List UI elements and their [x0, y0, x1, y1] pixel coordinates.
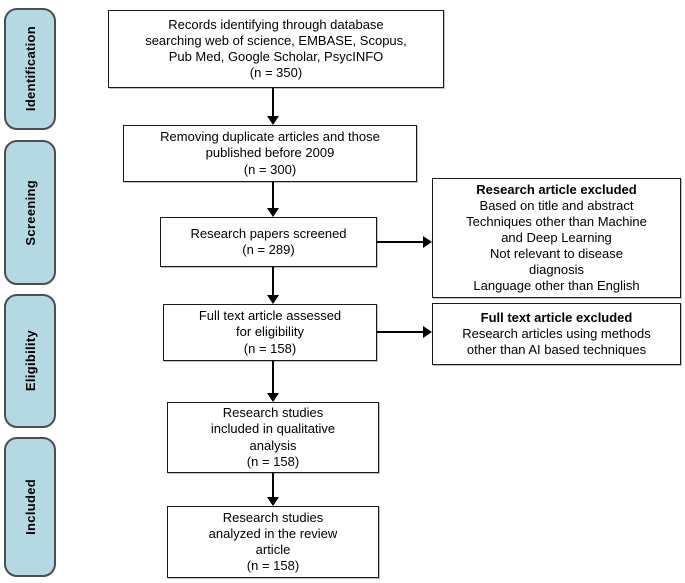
arrow-qualitative-to-analyzed: [272, 473, 274, 498]
box-fulltext-excluded: Full text article excluded Research arti…: [432, 303, 681, 365]
arrow-records-to-duplicates: [272, 88, 274, 117]
box-qualitative-analysis-text: Research studies included in qualitative…: [210, 405, 336, 469]
arrow-fulltext-to-excluded: [377, 331, 424, 333]
stage-screening: Screening: [4, 140, 56, 285]
box-duplicates-removed-text: Removing duplicate articles and those pu…: [160, 129, 380, 177]
box-fulltext-assessed-text: Full text article assessed for eligibili…: [198, 308, 342, 356]
box-records-identified: Records identifying through database sea…: [108, 10, 444, 88]
box-fulltext-assessed: Full text article assessed for eligibili…: [163, 304, 377, 361]
stage-identification-label: Identification: [22, 26, 38, 112]
fulltext-excluded-title: Full text article excluded: [480, 309, 633, 325]
box-qualitative-analysis: Research studies included in qualitative…: [167, 402, 379, 473]
box-duplicates-removed: Removing duplicate articles and those pu…: [123, 125, 417, 182]
stage-included-label: Included: [22, 479, 38, 535]
stage-screening-label: Screening: [22, 179, 38, 246]
research-article-excluded-body: Based on title and abstract Techniques o…: [466, 197, 647, 294]
box-research-article-excluded: Research article excluded Based on title…: [432, 178, 681, 298]
stage-included: Included: [4, 437, 56, 577]
stage-eligibility: Eligibility: [4, 294, 56, 428]
arrow-duplicates-to-screened: [272, 182, 274, 209]
box-review-analyzed-text: Research studies analyzed in the review …: [208, 509, 338, 574]
box-records-identified-text: Records identifying through database sea…: [145, 16, 407, 81]
research-article-excluded-title: Research article excluded: [476, 181, 637, 197]
arrow-screened-to-fulltext: [272, 267, 274, 296]
box-papers-screened: Research papers screened (n = 289): [160, 217, 377, 267]
fulltext-excluded-body: Research articles using methods other th…: [462, 325, 651, 358]
arrow-screened-to-excluded: [377, 241, 424, 243]
stage-identification: Identification: [4, 8, 56, 130]
box-review-analyzed: Research studies analyzed in the review …: [167, 506, 379, 578]
stage-eligibility-label: Eligibility: [22, 330, 38, 392]
arrow-fulltext-to-qualitative: [272, 361, 274, 394]
box-papers-screened-text: Research papers screened (n = 289): [190, 225, 347, 257]
